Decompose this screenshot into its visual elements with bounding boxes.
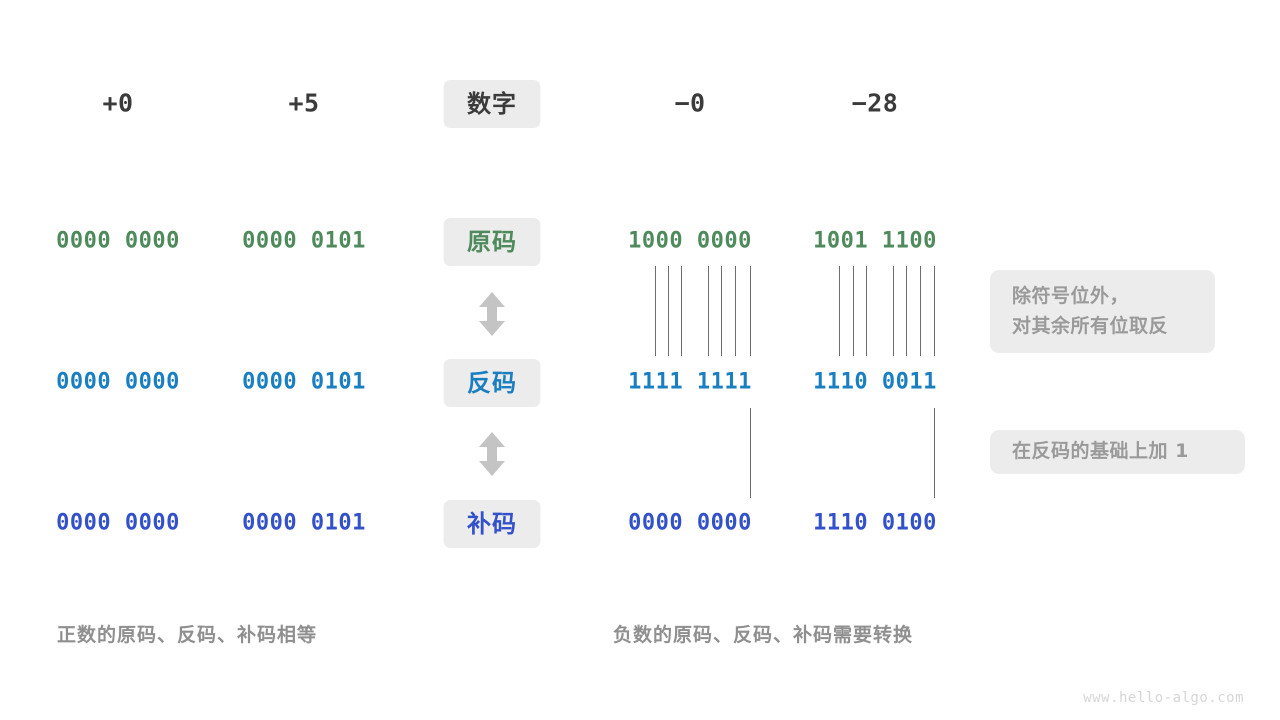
caption-negative-numbers: 负数的原码、反码、补码需要转换 (613, 624, 914, 646)
connector-line (866, 266, 867, 356)
note-line: 对其余所有位取反 (1012, 314, 1169, 337)
watermark: www.hello-algo.com (1083, 690, 1244, 706)
connector-line (668, 266, 669, 356)
connector-line (934, 408, 935, 498)
up-down-arrow-icon-ones-to-twos (476, 432, 508, 476)
connector-line (839, 266, 840, 356)
row-label-ones-complement: 反码 (467, 369, 517, 397)
row-label-box-ones-complement: 反码 (443, 359, 541, 407)
value-twos-complement-pos-five: 0000 0101 (242, 510, 366, 536)
value-ones-complement-neg-28: 1110 0011 (813, 369, 937, 395)
row-label-sign-magnitude: 原码 (467, 228, 517, 256)
column-header-neg-28: −28 (851, 88, 899, 118)
value-twos-complement-neg-28: 1110 0100 (813, 510, 937, 536)
connector-line (853, 266, 854, 356)
column-header-neg-zero: −0 (674, 88, 706, 118)
note-line: 在反码的基础上加 1 (1012, 440, 1189, 463)
connector-line (906, 266, 907, 356)
value-sign-magnitude-pos-zero: 0000 0000 (56, 228, 180, 254)
row-label-box-number: 数字 (443, 80, 541, 128)
value-ones-complement-pos-zero: 0000 0000 (56, 369, 180, 395)
up-down-arrow-icon-sign-to-ones (476, 292, 508, 336)
connector-line (708, 266, 709, 356)
column-header-pos-zero: +0 (102, 88, 134, 118)
caption-positive-numbers: 正数的原码、反码、补码相等 (57, 624, 318, 646)
value-ones-complement-pos-five: 0000 0101 (242, 369, 366, 395)
connector-line (681, 266, 682, 356)
value-sign-magnitude-pos-five: 0000 0101 (242, 228, 366, 254)
value-sign-magnitude-neg-zero: 1000 0000 (628, 228, 752, 254)
connector-line (750, 408, 751, 498)
column-header-pos-five: +5 (288, 88, 320, 118)
note-line: 除符号位外， (1012, 285, 1130, 308)
connector-line (893, 266, 894, 356)
value-sign-magnitude-neg-28: 1001 1100 (813, 228, 937, 254)
value-ones-complement-neg-zero: 1111 1111 (628, 369, 752, 395)
connector-line (920, 266, 921, 356)
value-twos-complement-pos-zero: 0000 0000 (56, 510, 180, 536)
connector-line (655, 266, 656, 356)
row-label-number: 数字 (467, 90, 517, 118)
row-label-twos-complement: 补码 (467, 510, 517, 538)
note-box-add-one: 在反码的基础上加 1 (990, 430, 1245, 474)
connector-line (750, 266, 751, 356)
value-twos-complement-neg-zero: 0000 0000 (628, 510, 752, 536)
connector-line (934, 266, 935, 356)
row-label-box-sign-magnitude: 原码 (443, 218, 541, 266)
row-label-box-twos-complement: 补码 (443, 500, 541, 548)
connector-line (735, 266, 736, 356)
connector-line (721, 266, 722, 356)
note-box-invert-bits: 除符号位外， 对其余所有位取反 (990, 270, 1215, 353)
